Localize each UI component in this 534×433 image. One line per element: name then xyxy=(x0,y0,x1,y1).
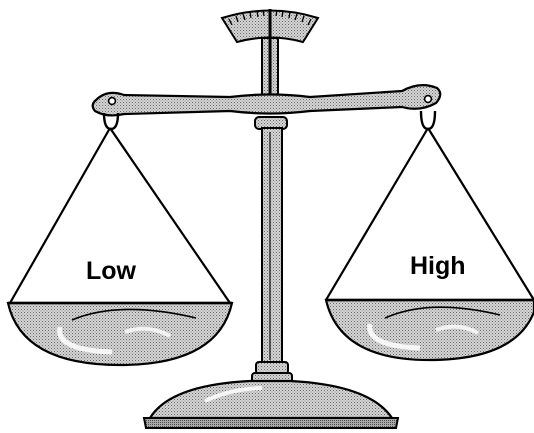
scale-base xyxy=(144,381,398,428)
left-pan xyxy=(8,303,232,365)
right-pan xyxy=(326,300,534,360)
left-pivot-icon xyxy=(109,98,116,105)
left-pan-label: Low xyxy=(86,257,137,285)
right-pan-label: High xyxy=(410,252,466,280)
scale-column xyxy=(252,128,292,383)
right-pivot-icon xyxy=(425,96,432,103)
right-hook-icon xyxy=(421,111,435,129)
gauge-dial xyxy=(222,9,318,96)
